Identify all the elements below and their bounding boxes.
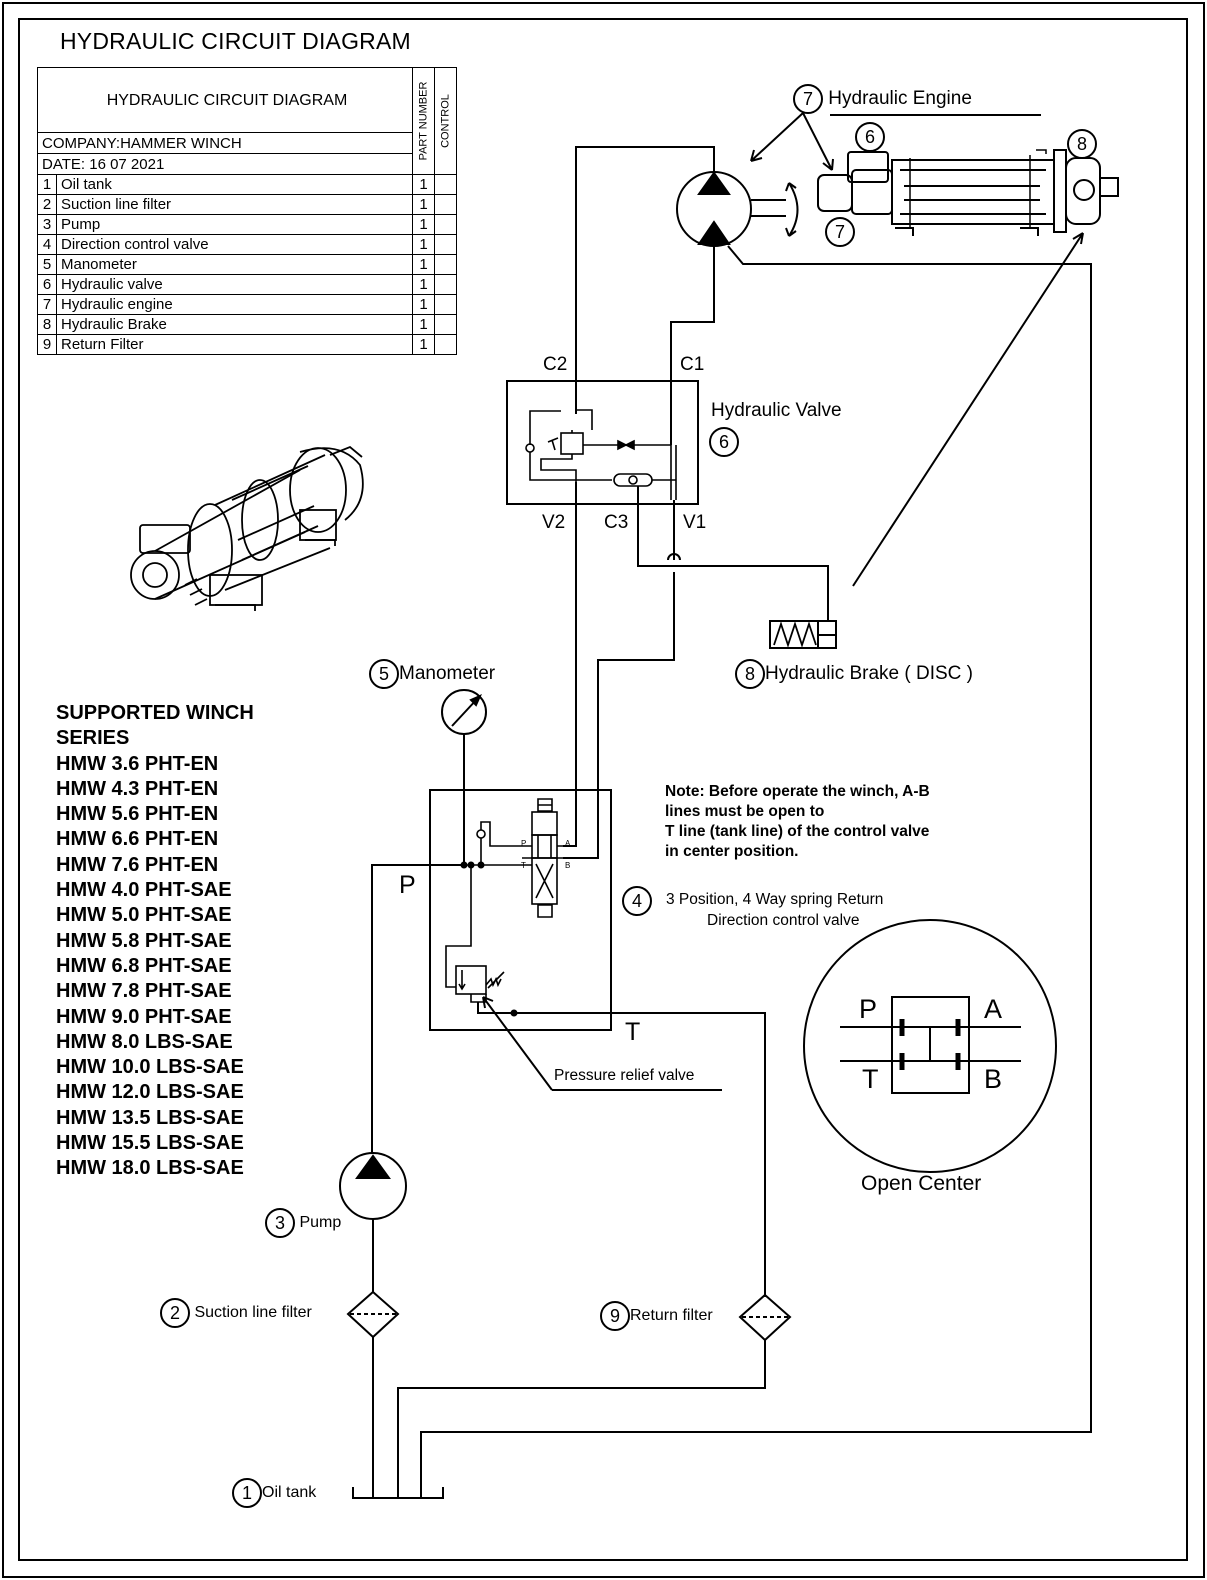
suction-filter-symbol <box>346 1290 400 1497</box>
open-center-symbol <box>803 919 1057 1173</box>
relief-arrow <box>482 996 722 1091</box>
line-c2 <box>575 146 715 414</box>
dcv-port-b: B <box>565 861 571 870</box>
engine-arrow-1 <box>750 112 804 162</box>
motor-drain-line <box>420 245 1092 1497</box>
line-v1 <box>563 500 675 859</box>
photo-engine-badge: 7 <box>825 217 855 247</box>
oc-port-t: T <box>862 1064 879 1094</box>
photo-brake-badge: 8 <box>1067 129 1097 159</box>
oc-port-a: A <box>984 994 1003 1024</box>
hydraulic-valve-block <box>506 380 699 505</box>
winch-photo-topright <box>817 149 1119 236</box>
line-v2 <box>563 482 577 847</box>
winch-photo-left <box>130 445 364 611</box>
suction-filter-label: 2 Suction line filter <box>160 1298 312 1328</box>
oc-port-p: P <box>859 994 878 1024</box>
col-control: CONTROL <box>434 67 457 175</box>
dcv-badge: 4 <box>622 886 652 916</box>
port-c3: C3 <box>604 512 629 533</box>
inner-frame <box>18 18 1188 1561</box>
table-company: COMPANY:HAMMER WINCH <box>37 132 413 155</box>
junction-dot-4 <box>510 1009 518 1017</box>
brake-arrow <box>852 232 1084 587</box>
table-header: HYDRAULIC CIRCUIT DIAGRAM <box>37 66 413 134</box>
pump-label: 3 Pump <box>265 1208 341 1238</box>
dcv-port-p: P <box>521 839 527 848</box>
photo-valve-badge: 6 <box>855 122 885 152</box>
pump-symbol <box>339 1152 407 1292</box>
dcv-line2: Direction control valve <box>707 912 860 929</box>
open-center-label: Open Center <box>861 1172 982 1195</box>
parts-table: HYDRAULIC CIRCUIT DIAGRAM PART NUMBER CO… <box>37 66 457 355</box>
hydraulic-engine-label: 7 Hydraulic Engine <box>793 84 972 114</box>
engine-arrow-2 <box>802 112 834 171</box>
line-c1 <box>670 246 715 445</box>
oc-port-b: B <box>984 1064 1003 1094</box>
port-c2: C2 <box>543 354 568 375</box>
brake-symbol <box>769 620 837 649</box>
col-part-number: PART NUMBER <box>412 67 435 175</box>
manometer-symbol <box>441 689 487 865</box>
port-v2: V2 <box>542 512 566 533</box>
dcv-port-a: A <box>565 839 571 848</box>
junction-dot-2 <box>467 861 475 869</box>
line-pressure <box>371 864 464 1153</box>
table-date: DATE: 16 07 2021 <box>37 153 413 175</box>
relief-valve-label: Pressure relief valve <box>554 1067 695 1084</box>
dcv-line1: 3 Position, 4 Way spring Return <box>666 891 884 908</box>
junction-dot-3 <box>477 861 485 869</box>
line-c3-brake <box>637 486 829 621</box>
dcv-port-t: T <box>521 861 526 870</box>
oil-tank-symbol <box>352 1487 444 1499</box>
line-crossover <box>667 553 681 561</box>
operation-note: Note: Before operate the winch, A-B line… <box>665 783 930 860</box>
hydraulic-motor-symbol <box>676 171 799 247</box>
hydraulic-valve-internals <box>525 409 677 500</box>
port-c1: C1 <box>680 354 705 375</box>
port-t: T <box>625 1018 641 1046</box>
hydraulic-valve-label: Hydraulic Valve <box>711 400 842 421</box>
port-v1: V1 <box>683 512 707 533</box>
port-p: P <box>399 871 416 899</box>
dcv-block <box>429 789 612 1031</box>
page-title: HYDRAULIC CIRCUIT DIAGRAM <box>60 28 411 54</box>
hydraulic-valve-badge: 6 <box>709 427 739 457</box>
line-tank <box>477 1002 766 1297</box>
return-filter-symbol <box>397 1293 792 1497</box>
junction-dot <box>460 861 468 869</box>
